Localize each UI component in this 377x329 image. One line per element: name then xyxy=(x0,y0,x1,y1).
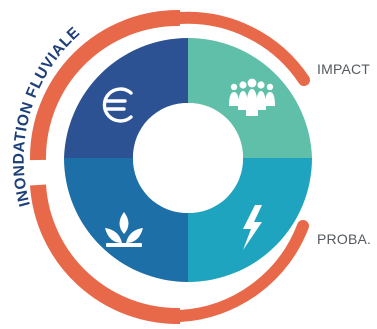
quadrant-top-left xyxy=(64,37,188,158)
people-icon xyxy=(229,78,275,116)
outer-ring-left-lower xyxy=(30,184,181,325)
euro-icon xyxy=(102,87,133,123)
center-hole xyxy=(133,103,243,213)
outer-ring-right-top xyxy=(174,11,310,86)
lightning-icon xyxy=(243,205,262,250)
leaf-icon xyxy=(105,212,143,247)
outer-ring-right-bottom xyxy=(174,220,309,322)
impact-label: IMPACT xyxy=(317,61,371,77)
probability-label: PROBA. xyxy=(317,231,372,247)
outer-ring-left xyxy=(29,9,181,161)
